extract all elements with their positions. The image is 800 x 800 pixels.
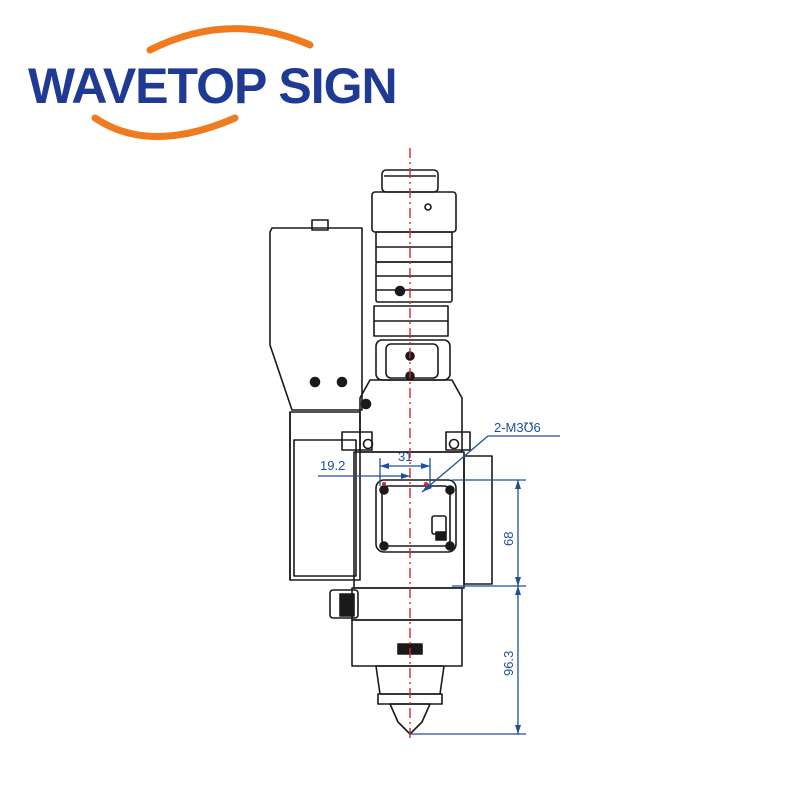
brand-name: WAVETOP SIGN bbox=[28, 58, 397, 114]
arrow-68-top bbox=[515, 480, 521, 489]
hole-marker-right bbox=[424, 482, 428, 486]
side-plate-right bbox=[463, 455, 493, 585]
cover-switch-knob bbox=[435, 531, 447, 541]
body-bracket-right bbox=[445, 431, 471, 451]
arrow-31-left bbox=[380, 463, 389, 469]
barrel-lower bbox=[375, 261, 453, 303]
bracket-screw-right bbox=[448, 438, 460, 450]
hole-markers bbox=[382, 482, 428, 486]
arrow-hole bbox=[422, 483, 432, 492]
logo-swoosh-bottom bbox=[91, 114, 239, 140]
lower-connector-block bbox=[339, 593, 355, 617]
cover-screw-bl bbox=[379, 541, 389, 551]
driver-screw-right bbox=[336, 376, 348, 388]
nozzle-housing bbox=[351, 619, 463, 667]
arrow-31-right bbox=[421, 463, 430, 469]
logo-swoosh-top bbox=[146, 25, 314, 54]
dimension-annotations bbox=[318, 435, 560, 735]
dimension-arrows bbox=[380, 463, 521, 734]
shoulder-screw bbox=[360, 398, 372, 410]
driver-screw-left bbox=[309, 376, 321, 388]
bracket-screw-left bbox=[362, 438, 374, 450]
brand-logo: WAVETOP SIGN bbox=[28, 25, 398, 140]
arrow-96-3-top bbox=[515, 586, 521, 595]
nozzle-tip bbox=[389, 703, 431, 735]
cover-screw-br bbox=[445, 541, 455, 551]
label-hole-spec: 2-M3℧6 bbox=[494, 420, 541, 435]
driver-housing bbox=[269, 227, 363, 411]
cover-plate bbox=[375, 479, 457, 553]
label-height-68: 68 bbox=[501, 532, 516, 546]
cover-plate-inner bbox=[381, 485, 451, 547]
arrow-19-2 bbox=[401, 473, 410, 479]
lower-body bbox=[351, 587, 463, 621]
hole-leader-diagonal bbox=[421, 435, 489, 493]
hole-marker-left bbox=[382, 482, 386, 486]
arrow-96-3-bottom bbox=[515, 725, 521, 734]
lower-connector bbox=[329, 589, 359, 619]
body-bracket-left bbox=[341, 431, 373, 451]
arrow-68-bottom bbox=[515, 577, 521, 586]
label-offset-19-2: 19.2 bbox=[320, 458, 345, 473]
main-body bbox=[353, 451, 465, 589]
cover-screw-tl bbox=[379, 485, 389, 495]
driver-lower-box bbox=[289, 411, 361, 581]
driver-top-tab bbox=[311, 219, 329, 231]
driver-lower-inner bbox=[293, 439, 357, 577]
barrel-port bbox=[394, 285, 406, 297]
laser-head-body bbox=[269, 169, 493, 735]
barrel-screw bbox=[424, 203, 432, 211]
cover-screw-tr bbox=[445, 485, 455, 495]
label-height-96-3: 96.3 bbox=[501, 651, 516, 676]
label-width-31: 31 bbox=[398, 449, 412, 464]
upper-barrel bbox=[371, 191, 457, 233]
